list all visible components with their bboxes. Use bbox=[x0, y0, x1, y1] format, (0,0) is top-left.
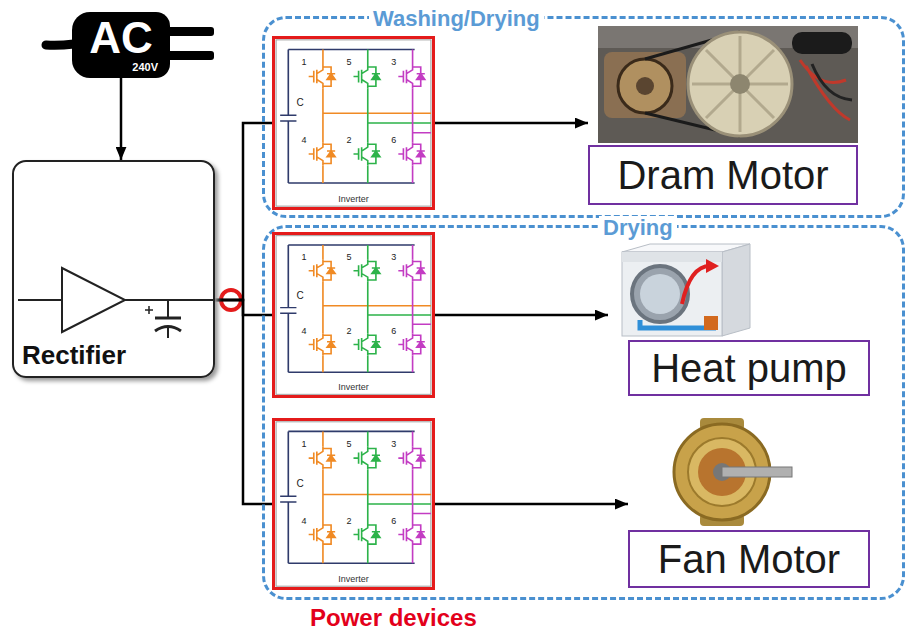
connector-line bbox=[120, 78, 123, 160]
switch-number: 5 bbox=[346, 252, 351, 262]
drum-motor-photo bbox=[688, 32, 792, 136]
drum-motor-photo bbox=[730, 74, 750, 94]
group-title: Washing/Drying bbox=[369, 7, 544, 31]
drum-motor-photo bbox=[604, 52, 686, 118]
motor-box: Fan Motor bbox=[628, 412, 870, 588]
drum-motor-photo bbox=[812, 64, 852, 100]
drum-motor-photo bbox=[792, 32, 852, 54]
heat-pump-dryer bbox=[622, 244, 750, 336]
drum-motor-photo bbox=[800, 60, 850, 120]
switch-number: 3 bbox=[391, 439, 396, 449]
section-caption: Power devices bbox=[310, 604, 477, 632]
switch-number: 1 bbox=[302, 252, 307, 262]
heat-pump-dryer bbox=[704, 316, 718, 330]
fan-motor-photo bbox=[722, 467, 792, 477]
rectifier-symbol bbox=[18, 268, 215, 338]
switch-number: 5 bbox=[346, 57, 351, 67]
ac-plug-drawing bbox=[46, 44, 74, 45]
switch-number: 2 bbox=[346, 326, 351, 336]
inverter-label: Inverter bbox=[275, 194, 432, 205]
switch-number: 2 bbox=[346, 516, 351, 526]
drum-motor-photo bbox=[618, 59, 672, 113]
rectifier-symbol bbox=[62, 268, 125, 332]
heat-pump-dryer bbox=[722, 244, 750, 336]
rectifier-symbol bbox=[167, 300, 169, 318]
switch-number: 6 bbox=[391, 326, 396, 336]
rectifier-box: Rectifier bbox=[12, 160, 215, 378]
heat-pump-dryer bbox=[622, 252, 722, 336]
switch-number: 4 bbox=[302, 135, 307, 145]
inverter-box: Inverter bbox=[272, 36, 435, 210]
switch-number: 6 bbox=[391, 135, 396, 145]
switch-number: 3 bbox=[391, 252, 396, 262]
inverter-box: Inverter bbox=[272, 418, 435, 590]
ac-plug-drawing bbox=[166, 27, 214, 36]
drum-motor-photo bbox=[692, 36, 788, 132]
switch-number: 3 bbox=[391, 57, 396, 67]
component-label: C bbox=[296, 291, 303, 301]
inverter-circuits bbox=[276, 236, 431, 395]
component-label: C bbox=[296, 479, 303, 489]
heat-pump-dryer bbox=[640, 274, 680, 314]
component-label: C bbox=[296, 98, 303, 108]
inverter-label: Inverter bbox=[275, 574, 432, 585]
drum-motor-photo bbox=[598, 26, 858, 143]
motor-box: Heat pump bbox=[608, 240, 870, 396]
rectifier-symbol bbox=[155, 317, 181, 320]
switch-number: 6 bbox=[391, 516, 396, 526]
ac-plug-drawing bbox=[166, 51, 214, 60]
connector-line bbox=[435, 314, 608, 317]
rectifier-symbol bbox=[145, 306, 153, 314]
inverter-circuits bbox=[276, 40, 431, 206]
drum-motor-photo bbox=[636, 77, 654, 95]
switch-number: 1 bbox=[302, 439, 307, 449]
switch-number: 2 bbox=[346, 135, 351, 145]
inverter-label: Inverter bbox=[275, 382, 432, 393]
switch-number: 4 bbox=[302, 516, 307, 526]
motor-box: Dram Motor bbox=[588, 24, 860, 208]
connector-line bbox=[435, 122, 588, 125]
inverter-box: Inverter bbox=[272, 232, 435, 398]
motor-label: Fan Motor bbox=[628, 530, 870, 588]
rectifier-symbol bbox=[167, 327, 169, 338]
fan-motor-photo bbox=[674, 418, 792, 526]
heat-pump-dryer bbox=[682, 266, 710, 304]
connector-line bbox=[435, 503, 628, 506]
ac-plug: AC240V bbox=[72, 12, 170, 78]
plug-label: AC bbox=[72, 15, 170, 61]
group-title: Drying bbox=[599, 216, 677, 240]
inverter-circuits bbox=[276, 40, 431, 586]
drum-motor-photo bbox=[598, 26, 858, 143]
rectifier-label: Rectifier bbox=[22, 340, 126, 370]
motor-label: Heat pump bbox=[628, 340, 870, 396]
inverter-circuits bbox=[276, 422, 431, 586]
heat-pump-dryer bbox=[632, 266, 688, 322]
group-region: DryingInverterHeat pumpInverterFan Motor bbox=[262, 225, 905, 600]
group-region: Washing/DryingInverterDram Motor bbox=[262, 16, 905, 218]
heat-pump-dryer bbox=[706, 259, 719, 273]
switch-number: 5 bbox=[346, 439, 351, 449]
motor-label: Dram Motor bbox=[588, 145, 858, 205]
switch-number: 4 bbox=[302, 326, 307, 336]
switch-number: 1 bbox=[302, 57, 307, 67]
voltage-label: 240V bbox=[132, 61, 158, 74]
